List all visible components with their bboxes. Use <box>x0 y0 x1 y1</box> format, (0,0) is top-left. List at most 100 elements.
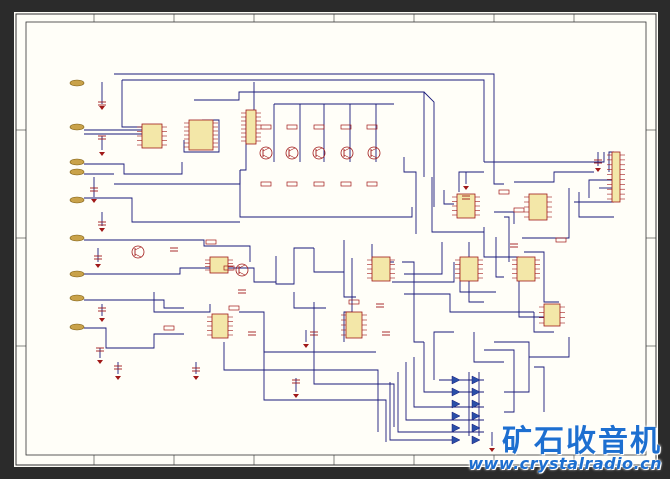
wire <box>204 267 276 283</box>
wire <box>293 292 326 309</box>
wire <box>433 331 454 380</box>
transistor-collector <box>315 147 323 152</box>
wire <box>402 261 424 343</box>
wire <box>431 177 484 233</box>
watermark-title: 矿石收音机 <box>502 424 662 459</box>
wire <box>533 312 554 333</box>
ic-chip <box>188 119 214 151</box>
ic-chip <box>459 256 479 282</box>
wire <box>405 362 439 421</box>
wire <box>313 302 395 427</box>
ground-symbol <box>99 152 105 156</box>
wire <box>484 349 515 413</box>
wire <box>588 179 614 198</box>
wire <box>494 211 515 224</box>
wire <box>153 292 211 313</box>
wire <box>223 342 379 432</box>
wire <box>529 337 570 358</box>
ic-chip <box>528 193 548 221</box>
transistor-collector <box>370 147 378 152</box>
wire <box>114 73 495 154</box>
diode <box>451 399 461 409</box>
ic-chip <box>611 151 621 203</box>
wire <box>84 197 240 223</box>
transistor <box>367 146 381 160</box>
ground-symbol <box>99 228 105 232</box>
border-ticks <box>16 14 656 465</box>
wire <box>458 171 484 192</box>
resistor <box>366 181 378 187</box>
transistor-collector <box>134 246 142 251</box>
resistor <box>205 239 217 245</box>
transistor-emitter <box>343 154 351 159</box>
ic-chip <box>345 311 363 339</box>
resistor <box>366 124 378 130</box>
wire <box>403 157 417 234</box>
resistor <box>340 181 352 187</box>
connector-pad <box>69 323 85 331</box>
diode <box>451 423 461 433</box>
wire <box>402 91 435 207</box>
transistor <box>235 263 249 277</box>
diode <box>451 387 461 397</box>
wire <box>275 247 314 285</box>
transistor-collector <box>238 264 246 269</box>
wire <box>514 171 594 183</box>
diode <box>471 435 481 445</box>
wire <box>84 162 183 175</box>
transistor <box>285 146 299 160</box>
resistor <box>313 181 325 187</box>
wire <box>518 274 554 318</box>
ground-symbol <box>293 394 299 398</box>
schematic-sheet <box>14 12 658 467</box>
resistor <box>313 124 325 130</box>
wire <box>122 79 485 162</box>
resistor <box>260 181 272 187</box>
transistor-collector <box>343 147 351 152</box>
ic-chip <box>245 109 257 145</box>
connector-pad <box>69 158 85 166</box>
transistor-emitter <box>315 154 323 159</box>
sheet-border-inner <box>25 21 647 456</box>
watermark-url: www.crystalradio.cn <box>468 454 662 473</box>
connector-pad <box>69 196 85 204</box>
transistor-emitter <box>238 271 246 276</box>
resistor <box>163 325 175 331</box>
resistor <box>498 189 510 195</box>
wire <box>114 170 241 185</box>
wire <box>473 332 504 363</box>
wire <box>84 267 204 275</box>
transistor-emitter <box>370 154 378 159</box>
ground-symbol <box>193 376 199 380</box>
transistor <box>131 245 145 259</box>
wire <box>313 248 344 273</box>
connector-pad <box>69 123 85 131</box>
ground-symbol <box>115 376 121 380</box>
diode <box>451 411 461 421</box>
connector-pad <box>69 168 85 176</box>
ground-symbol <box>595 168 601 172</box>
diode <box>471 423 481 433</box>
transistor <box>340 146 354 160</box>
resistor <box>223 265 235 271</box>
diode <box>451 435 461 445</box>
diode <box>471 387 481 397</box>
transistor <box>259 146 273 160</box>
diode <box>471 411 481 421</box>
ic-chip <box>141 123 163 149</box>
wire <box>263 330 387 442</box>
wire <box>84 299 184 309</box>
wire <box>483 227 519 258</box>
wire <box>84 327 184 349</box>
wire <box>443 190 454 205</box>
sheet-border-outer <box>15 13 657 466</box>
ground-symbol <box>99 106 105 110</box>
schematic-drawing <box>15 13 657 466</box>
ground-symbol <box>91 199 97 203</box>
transistor-emitter <box>134 253 142 258</box>
resistor <box>555 237 567 243</box>
component-layer <box>69 79 625 452</box>
wire <box>343 240 356 298</box>
wire <box>121 80 144 128</box>
wire <box>578 192 614 218</box>
